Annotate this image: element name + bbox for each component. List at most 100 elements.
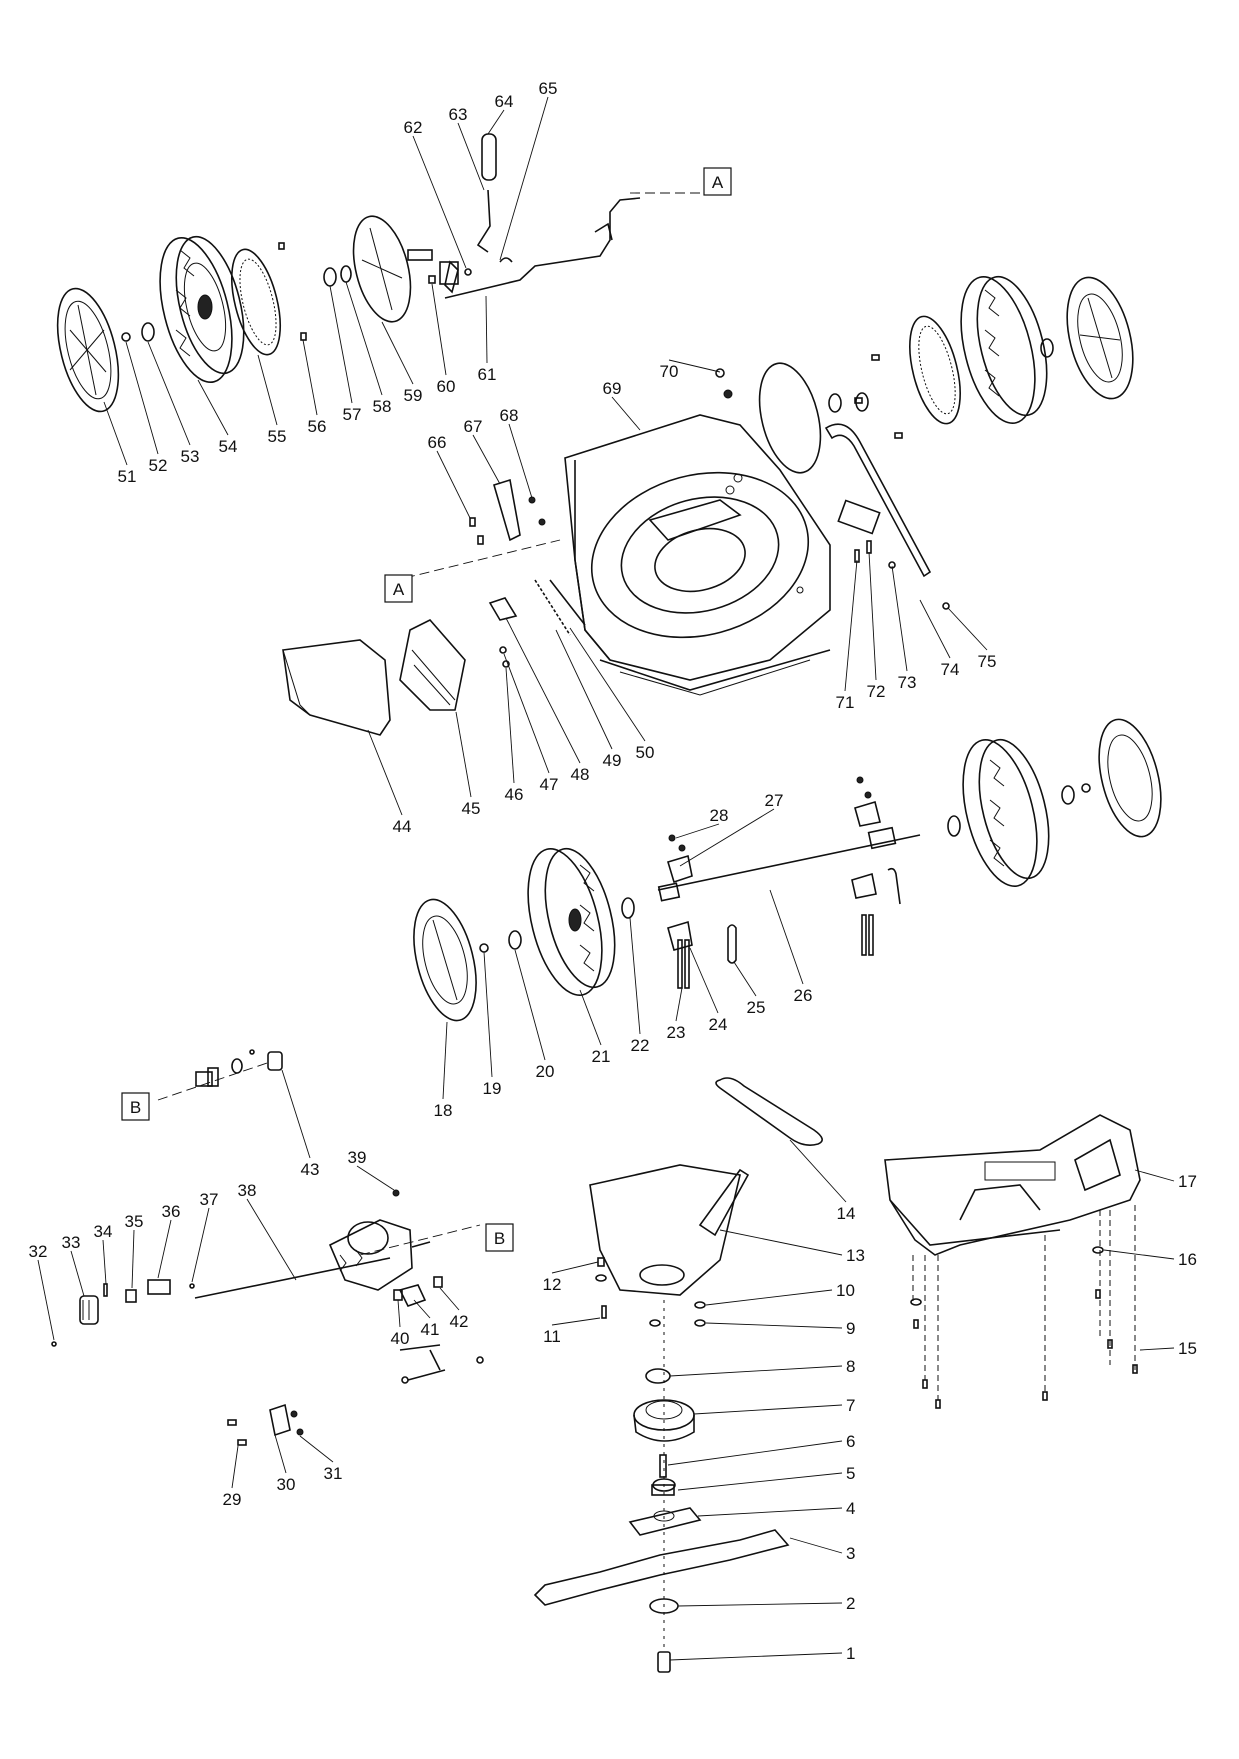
screw-29a [227, 1419, 237, 1426]
callout-number-58: 58 [373, 397, 392, 416]
callout-number-34: 34 [94, 1222, 113, 1241]
callout-leader-70 [668, 359, 721, 373]
callout-leader-54 [197, 379, 229, 436]
callout-number-50: 50 [636, 743, 655, 762]
callout-number-73: 73 [898, 673, 917, 692]
callout-number-44: 44 [393, 817, 412, 836]
bushing-b [231, 1058, 243, 1074]
callout-number-41: 41 [421, 1320, 440, 1339]
callout-leader-73 [891, 565, 908, 672]
bracket-25 [667, 920, 693, 951]
callout-leader-9 [705, 1322, 843, 1329]
coupling-36 [147, 1279, 171, 1295]
callout-number-39: 39 [348, 1148, 367, 1167]
wheel-tyre-54 [159, 235, 245, 384]
callout-leader-4 [697, 1507, 843, 1517]
callout-leader-22 [629, 917, 641, 1035]
callout-number-42: 42 [450, 1312, 469, 1331]
callout-leader-55 [257, 354, 278, 426]
callout-leader-25 [733, 961, 757, 997]
screw-11 [601, 1305, 607, 1319]
callout-leader-7 [693, 1404, 843, 1415]
callout-number-49: 49 [603, 751, 622, 770]
bearing-right-mid [855, 392, 869, 412]
callout-number-17: 17 [1178, 1172, 1197, 1191]
height-adjust-lever-61 [407, 197, 641, 299]
callout-leader-72 [868, 551, 877, 681]
callout-number-36: 36 [162, 1202, 181, 1221]
nut-right-b [864, 791, 872, 799]
callout-number-4: 4 [846, 1499, 855, 1518]
ring-8 [645, 1368, 671, 1384]
callout-leader-60 [431, 283, 447, 376]
callout-number-9: 9 [846, 1319, 855, 1338]
callout-leader-43 [281, 1069, 311, 1159]
callout-leader-67 [472, 434, 501, 485]
callout-leader-74 [919, 599, 951, 659]
callout-number-48: 48 [571, 765, 590, 784]
callout-number-28: 28 [710, 806, 729, 825]
top-left-wheel-group [56, 133, 641, 413]
washer-35 [125, 1289, 137, 1303]
callout-leader-5 [677, 1472, 843, 1491]
linkage-parts [399, 1344, 446, 1381]
wheel-tyre-right-top [960, 275, 1048, 425]
bracket-right-lower [851, 872, 877, 899]
callout-number-74: 74 [941, 660, 960, 679]
bearing-right-low [1061, 785, 1075, 805]
blade-assembly [533, 1164, 790, 1673]
pulley-7-body [633, 1414, 695, 1442]
hub-cap-right-mid [1098, 718, 1162, 838]
screw-56b [300, 332, 307, 341]
ref-line-a-lower [404, 539, 561, 579]
callout-leader-11 [551, 1317, 601, 1326]
bushing-5-body [651, 1484, 675, 1496]
nut-28b [678, 844, 686, 852]
callout-number-5: 5 [846, 1464, 855, 1483]
callout-number-69: 69 [603, 379, 622, 398]
callout-number-67: 67 [464, 417, 483, 436]
callout-leader-39 [356, 1165, 395, 1191]
coupling-b2 [207, 1067, 219, 1087]
callout-number-55: 55 [268, 427, 287, 446]
callout-number-51: 51 [118, 467, 137, 486]
washer-58 [340, 265, 352, 283]
lever-grip-64 [481, 133, 497, 181]
callout-leader-14 [789, 1139, 847, 1203]
spring-right [887, 867, 901, 905]
bolt-23b [684, 939, 690, 989]
bushing-22 [621, 897, 635, 919]
bolt-right-b [868, 914, 874, 956]
callout-number-64: 64 [495, 92, 514, 111]
screw-46 [502, 660, 510, 668]
callout-number-19: 19 [483, 1079, 502, 1098]
callout-leader-21 [579, 989, 602, 1046]
callout-leader-1 [669, 1652, 843, 1661]
washer-9b [649, 1319, 661, 1327]
nut-right-a [856, 776, 864, 784]
nut-31a [290, 1410, 298, 1418]
callout-leader-31 [299, 1435, 334, 1463]
callout-leader-41 [413, 1299, 431, 1319]
coupling-b1 [195, 1071, 213, 1087]
washer-9 [694, 1319, 706, 1327]
callout-leader-29 [231, 1445, 239, 1489]
callout-leader-75 [947, 607, 988, 651]
bearing-right-top [1040, 338, 1054, 358]
screw-66b [477, 535, 484, 545]
gear-33 [79, 1295, 99, 1325]
callout-number-54: 54 [219, 437, 238, 456]
callout-leader-34 [102, 1239, 107, 1285]
callout-leader-44 [367, 729, 403, 816]
rear-flap-45 [399, 619, 466, 711]
callout-number-52: 52 [149, 456, 168, 475]
bolt-right-a [861, 914, 867, 956]
callout-number-21: 21 [592, 1047, 611, 1066]
callout-leader-30 [274, 1434, 287, 1474]
callout-leader-52 [125, 341, 159, 455]
callout-leader-36 [157, 1219, 172, 1279]
callout-leader-42 [439, 1287, 460, 1311]
hinge-67 [493, 478, 521, 542]
callout-leader-24 [689, 947, 719, 1014]
